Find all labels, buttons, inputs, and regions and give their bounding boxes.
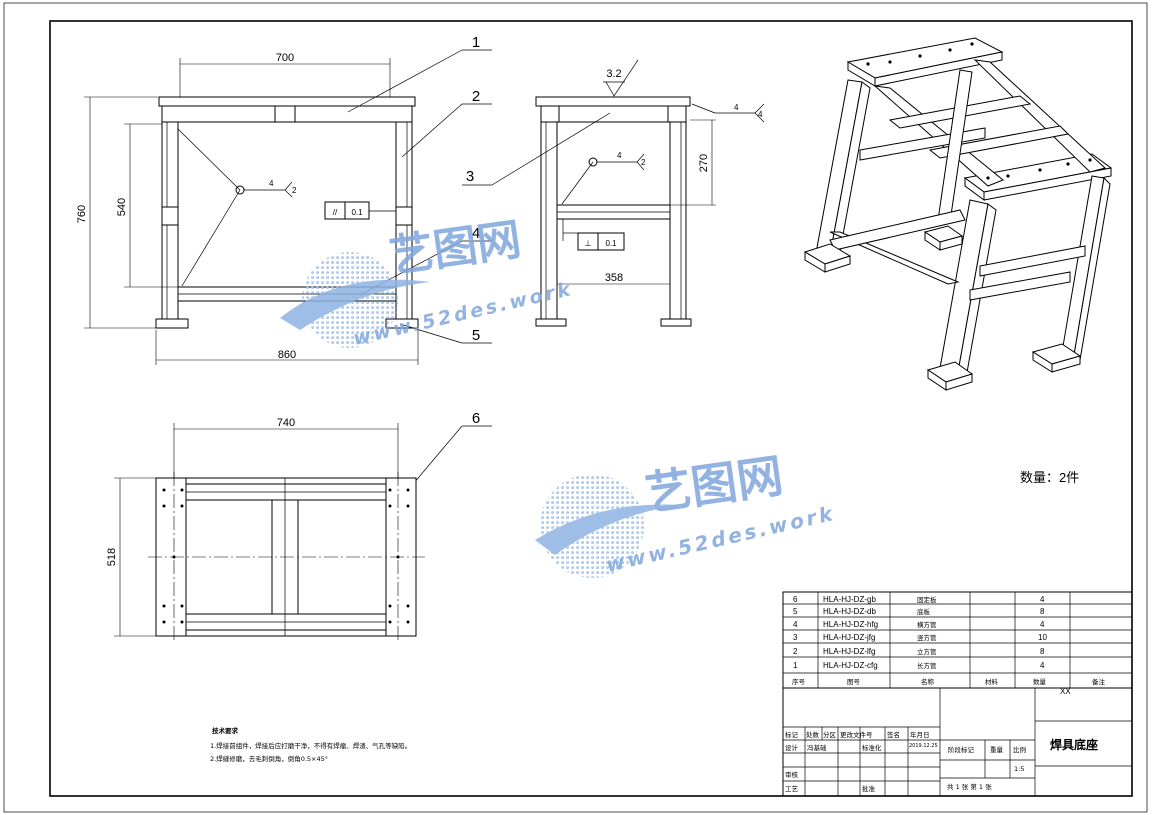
- gdt-parallel-value: 0.1: [351, 208, 363, 217]
- bom-code: HLA-HJ-DZ-hfg: [823, 620, 878, 629]
- balloon-2: 2: [472, 88, 480, 105]
- dim-540: 540: [116, 198, 128, 216]
- bom-qty: 10: [1038, 633, 1047, 642]
- weld-side-top-type: 4: [758, 110, 763, 119]
- bom-seq: 4: [793, 620, 798, 629]
- title-block: [782, 687, 1133, 797]
- dim-760: 760: [76, 205, 88, 223]
- dim-518: 518: [106, 548, 118, 566]
- watermark-2: 艺图网 www.52des.work: [535, 448, 837, 578]
- tb-change-doc: 更改文件号: [840, 730, 873, 739]
- bom-header-seq: 序号: [792, 677, 806, 686]
- isometric-view: [803, 37, 1113, 391]
- tb-scale-value: 1:5: [1014, 765, 1024, 773]
- tb-stage-mark: 阶段标记: [948, 745, 975, 754]
- notes-line-2: 2.焊缝修磨，去毛刺倒角，倒角0.5×45°: [210, 754, 328, 763]
- bom-code: HLA-HJ-DZ-gb: [823, 595, 876, 604]
- bom-qty: 8: [1040, 607, 1045, 616]
- bom-table: [782, 591, 1133, 689]
- bom-header-code: 图号: [847, 678, 861, 686]
- bom-seq: 6: [793, 595, 798, 604]
- front-view: [84, 58, 419, 365]
- quantity-note: 数量：2件: [1020, 470, 1079, 485]
- dim-270: 270: [698, 154, 710, 172]
- outer-frame: [3, 2, 1148, 813]
- roughness-value: 3.2: [606, 68, 621, 80]
- tb-date: 年月日: [910, 730, 930, 739]
- bom-row-6: 6 HLA-HJ-DZ-gb 固定板 4: [793, 595, 1045, 604]
- side-view: [535, 59, 765, 327]
- bom-row-4: 4 HLA-HJ-DZ-hfg 横方管 4: [793, 620, 1045, 629]
- bom-row-1: 1 HLA-HJ-DZ-cfg 长方管 4: [793, 661, 1045, 670]
- bom-name: 固定板: [917, 595, 937, 604]
- bom-code: HLA-HJ-DZ-db: [823, 607, 876, 616]
- gdt-parallel-symbol: //: [333, 208, 338, 217]
- weld-front-type: 2: [292, 186, 297, 195]
- bom-name: 横方管: [917, 620, 937, 629]
- tb-mark: 标记: [785, 730, 799, 739]
- bom-header-remark: 备注: [1092, 677, 1106, 686]
- gdt-perp-symbol: ⊥: [585, 239, 592, 248]
- bom-row-5: 5 HLA-HJ-DZ-db 底板 8: [793, 607, 1045, 616]
- bom-seq: 2: [793, 647, 798, 656]
- dim-700: 700: [276, 52, 294, 64]
- tb-designer-name: 冯基础: [807, 743, 827, 752]
- bom-qty: 8: [1040, 647, 1045, 656]
- bom-name: 竖方管: [917, 633, 937, 642]
- inner-frame: [49, 20, 1133, 797]
- dim-860: 860: [278, 349, 296, 361]
- watermark-brand: 艺图网: [642, 448, 786, 521]
- balloon-4: 4: [472, 225, 480, 242]
- tb-design-date: 2019.12.25: [909, 743, 938, 749]
- bom-header-material: 材料: [985, 677, 999, 686]
- watermark-1: 艺图网 www.52des.work: [280, 214, 575, 350]
- bom-code: HLA-HJ-DZ-jfg: [823, 633, 875, 642]
- drawing-title: 焊具底座: [1050, 737, 1098, 752]
- bom-qty: 4: [1040, 661, 1045, 670]
- tb-sheets: 共 1 张 第 1 张: [947, 782, 992, 791]
- bom-row-2: 2 HLA-HJ-DZ-lfg 立方管 8: [793, 647, 1045, 656]
- balloon-6: 6: [472, 410, 480, 427]
- tb-approve: 批准: [862, 784, 876, 793]
- bom-name: 底板: [917, 607, 931, 616]
- dim-358: 358: [605, 272, 623, 284]
- tb-weight: 重量: [990, 746, 1004, 754]
- tb-scale: 比例: [1013, 745, 1026, 754]
- weld-side-top-size: 4: [734, 103, 739, 112]
- bom-header-qty: 数量: [1033, 677, 1047, 686]
- bom-header: 序号 图号 名称 材料 数量 备注: [792, 677, 1106, 686]
- bom-code: HLA-HJ-DZ-cfg: [823, 661, 878, 670]
- tb-zone: 分区: [823, 730, 837, 739]
- bom-qty: 4: [1040, 595, 1045, 604]
- balloon-1: 1: [472, 34, 480, 51]
- top-view: [114, 423, 425, 642]
- bom-code: HLA-HJ-DZ-lfg: [823, 647, 875, 656]
- bom-seq: 1: [793, 661, 798, 670]
- tb-count: 处数: [806, 730, 820, 739]
- weld-front-size: 4: [269, 179, 274, 188]
- gdt-perp-value: 0.1: [605, 239, 617, 248]
- tb-process: 工艺: [785, 785, 799, 793]
- bom-seq: 5: [793, 607, 798, 616]
- notes-line-1: 1.焊接前组件，焊接后应打磨干净，不得有焊瘤、焊渣、气孔等缺陷。: [210, 741, 411, 750]
- bom-row-3: 3 HLA-HJ-DZ-jfg 竖方管 10: [793, 633, 1047, 642]
- balloon-leaders: [347, 49, 611, 491]
- tb-standardize: 标准化: [862, 743, 882, 752]
- bom-header-name: 名称: [921, 677, 935, 686]
- weld-side-mid-type: 2: [641, 158, 646, 167]
- company-name: XX: [1060, 687, 1071, 696]
- bom-qty: 4: [1040, 620, 1045, 629]
- weld-side-mid-size: 4: [617, 151, 622, 160]
- balloon-3: 3: [466, 168, 474, 185]
- dim-740: 740: [277, 417, 295, 429]
- bom-seq: 3: [793, 633, 798, 642]
- bom-name: 长方管: [917, 661, 937, 670]
- tb-review: 审核: [785, 770, 799, 779]
- tb-designer: 设计: [785, 743, 799, 752]
- notes-title: 技术要求: [212, 726, 239, 735]
- bom-name: 立方管: [917, 647, 937, 656]
- balloon-5: 5: [472, 327, 480, 344]
- tb-sign: 签名: [887, 730, 900, 739]
